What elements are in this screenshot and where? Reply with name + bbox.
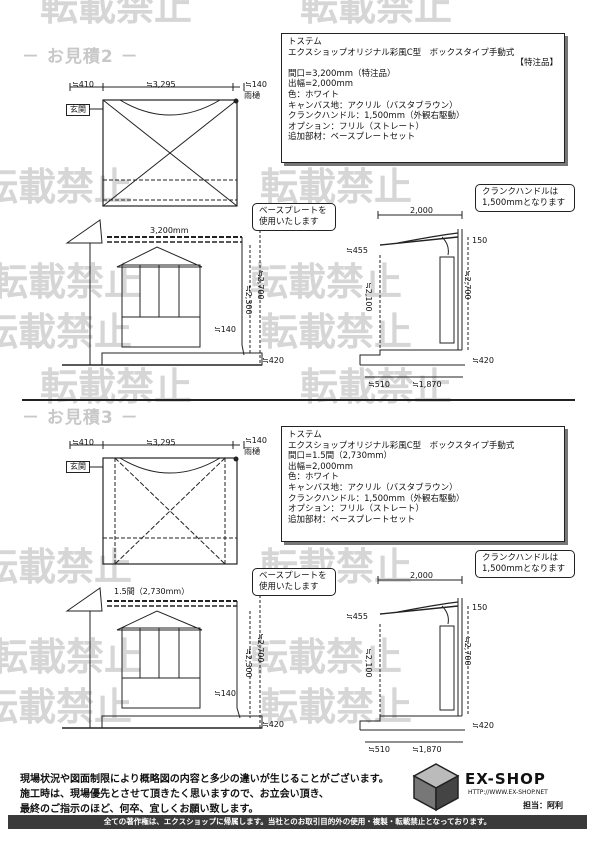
dim-width: ≒3,295 — [146, 438, 176, 447]
front-view — [62, 219, 263, 366]
spec-line: トステム — [288, 430, 322, 440]
crank-note: クランクハンドルは 1,500mmとなります — [475, 184, 575, 212]
footer-note-line: 施工時は、現場優先とさせて頂きたく思いますので、お立会い頂き、 — [20, 789, 329, 800]
logo-cube-icon — [412, 763, 460, 812]
dim-left: ≒410 — [72, 438, 94, 447]
dim-h-inner: ≒2,300 — [244, 285, 253, 315]
dim-h-outer: ≒2,700 — [256, 270, 265, 300]
spec-line: オプション：フリル（ストレート） — [288, 121, 425, 132]
front-view — [62, 587, 263, 729]
logo-url: HTTP://WWW.EX-SHOP.NET — [468, 789, 548, 796]
plan-view — [69, 441, 245, 565]
person-in-charge: 担当：阿利 — [523, 801, 563, 810]
note-line: 使用いたします — [259, 582, 319, 592]
dim-420: ≒420 — [262, 356, 284, 365]
spec-line: エクスショップオリジナル彩風C型 ボックスタイプ手動式 — [288, 47, 515, 58]
spec-box: トステム エクスショップオリジナル彩風C型 ボックスタイプ手動式 【特注品】 間… — [281, 33, 565, 163]
note-line: 1,500mmとなります — [482, 564, 566, 574]
dim-1870: ≒1,870 — [412, 380, 442, 389]
spec-line: トステム — [288, 37, 322, 47]
baseplate-note: ベースプレートを 使用いたします — [252, 203, 336, 231]
dim-h2700: ≒2,700 — [463, 636, 472, 666]
note-line: 使用いたします — [259, 217, 319, 227]
dim-h2100: ≒2,100 — [364, 282, 373, 312]
rain-gutter-label: 雨樋 — [244, 447, 260, 456]
entrance-label: 玄関 — [66, 104, 90, 116]
section-divider — [22, 399, 575, 401]
footer-note-line: 最終のご指示のほど、何卒、宜しくお願い致します。 — [20, 804, 259, 815]
dim-510: ≒510 — [368, 380, 390, 389]
spec-line: 追加部材：ベースプレートセット — [288, 132, 416, 143]
baseplate-note: ベースプレートを 使用いたします — [252, 568, 336, 596]
front-width-label: 1.5間（2,730mm） — [114, 587, 190, 596]
spec-box: トステム エクスショップオリジナル彩風C型 ボックスタイプ手動式 間口=1.5間… — [281, 426, 565, 542]
spec-line: 出幅=2,000mm — [288, 79, 354, 90]
dim-150: 150 — [472, 236, 488, 245]
spec-line: 色：ホワイト — [288, 472, 340, 483]
dim-h2700: ≒2,700 — [463, 270, 472, 300]
side-view — [359, 211, 469, 378]
dim-left: ≒410 — [72, 80, 94, 89]
logo-text: EX-SHOP — [465, 770, 546, 788]
dim-510: ≒510 — [368, 745, 390, 754]
spec-line: エクスショップオリジナル彩風C型 ボックスタイプ手動式 — [288, 440, 515, 451]
spec-line: クランクハンドル：1,500mm（外観右駆動） — [288, 493, 465, 504]
dim-right: ≒140 — [245, 80, 267, 89]
plan-view — [69, 83, 245, 207]
dim-projection: 2,000 — [410, 571, 433, 580]
spec-line: 追加部材：ベースプレートセット — [288, 514, 416, 525]
spec-line: クランクハンドル：1,500mm（外観右駆動） — [288, 111, 465, 122]
dim-455: ≒455 — [346, 246, 368, 255]
dim-right: ≒140 — [245, 436, 267, 445]
note-line: クランクハンドルは — [482, 553, 559, 563]
watermark-text: 転載禁止 — [40, 0, 192, 29]
note-line: ベースプレートを — [259, 571, 327, 581]
section-title: － お見積3 － — [22, 408, 139, 428]
section-title: － お見積2 － — [22, 47, 139, 67]
dim-420: ≒420 — [262, 720, 284, 729]
rain-gutter-label: 雨樋 — [244, 91, 260, 100]
dim-150: 150 — [472, 603, 488, 612]
dim-455: ≒455 — [346, 612, 368, 621]
footer-notes: 現場状況や図面制限により概略図の内容と多少の違いが生じることがございます。 施工… — [20, 772, 389, 817]
dim-projection: 2,000 — [410, 206, 433, 215]
note-line: クランクハンドルは — [482, 187, 559, 197]
side-view — [359, 576, 469, 743]
note-line: 1,500mmとなります — [482, 198, 566, 208]
dim-width: ≒3,295 — [146, 80, 176, 89]
spec-line: 間口=3,200mm（特注品） — [288, 68, 396, 79]
dim-h-inner: ≒2,300 — [244, 648, 253, 678]
dim-h2100: ≒2,100 — [364, 648, 373, 678]
watermark-text: 転載禁止 — [300, 0, 452, 29]
spec-line: キャンバス地：アクリル（バスタブラウン） — [288, 100, 458, 111]
note-line: ベースプレートを — [259, 206, 327, 216]
spec-line: キャンバス地：アクリル（バスタブラウン） — [288, 482, 458, 493]
entrance-label: 玄関 — [66, 461, 90, 473]
dim-140: ≒140 — [214, 689, 236, 698]
dim-1870: ≒1,870 — [412, 745, 442, 754]
dim-420: ≒420 — [472, 721, 494, 730]
crank-note: クランクハンドルは 1,500mmとなります — [475, 550, 575, 578]
spec-line: オプション：フリル（ストレート） — [288, 504, 425, 515]
dim-420: ≒420 — [472, 356, 494, 365]
front-width-label: 3,200mm — [150, 226, 189, 235]
footer-note-line: 現場状況や図面制限により概略図の内容と多少の違いが生じることがございます。 — [20, 774, 389, 785]
spec-line: 【特注品】 — [515, 58, 558, 69]
spec-line: 間口=1.5間（2,730mm） — [288, 451, 393, 462]
dim-140: ≒140 — [214, 325, 236, 334]
spec-line: 色：ホワイト — [288, 89, 340, 100]
spec-line: 出幅=2,000mm — [288, 461, 354, 472]
copyright-bar: 全ての著作権は、エクスショップに帰属します。当社とのお取引目的外の使用・複製・転… — [8, 815, 587, 829]
dim-h-outer: ≒2,700 — [256, 633, 265, 663]
